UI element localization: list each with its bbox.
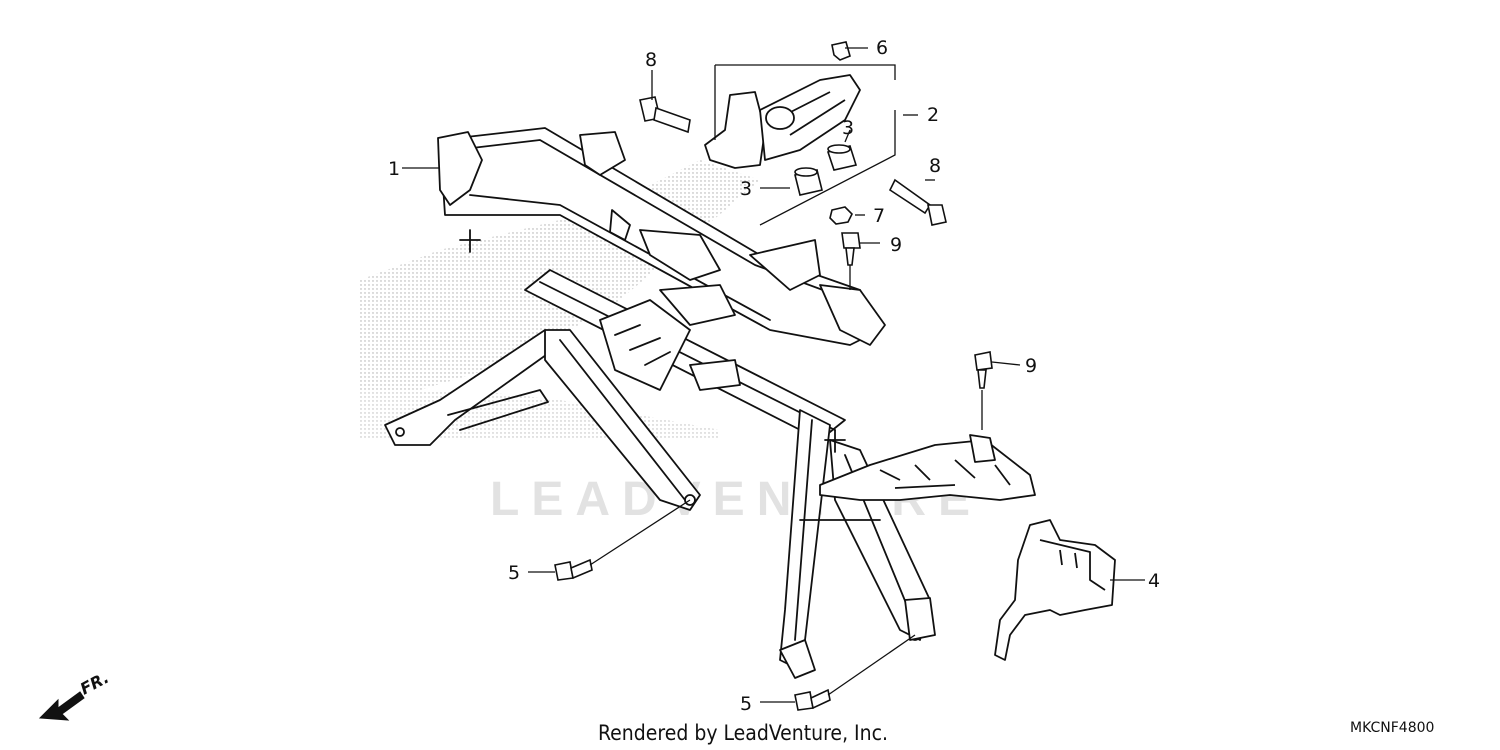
mount-plate	[819, 434, 1036, 501]
callout-9-lower: 9	[1025, 355, 1037, 377]
callout-2: 2	[927, 104, 939, 126]
callout-1: 1	[388, 158, 400, 180]
callout-labels: 1 2 3 3 4 5 5 6 7 8 8 9 9	[388, 37, 1160, 715]
part-8-bolts	[639, 96, 947, 226]
part-5-bolts	[554, 558, 831, 711]
arrow-icon	[38, 691, 85, 721]
part-2-bracket	[704, 74, 861, 169]
part-6-clip	[831, 41, 851, 61]
callout-5-bottom: 5	[740, 693, 752, 715]
callout-4: 4	[1148, 570, 1160, 592]
callout-7: 7	[873, 205, 885, 227]
footer-credit: Rendered by LeadVenture, Inc.	[598, 721, 888, 745]
callout-8-right: 8	[929, 155, 941, 177]
frame-assembly	[384, 127, 936, 679]
callout-8-left: 8	[645, 49, 657, 71]
callout-5-left: 5	[508, 562, 520, 584]
part-3-collars	[794, 144, 858, 196]
front-direction-indicator: FR.	[38, 668, 112, 721]
leader-lines	[402, 47, 1145, 703]
callout-3-lower: 3	[740, 178, 752, 200]
callout-3-upper: 3	[842, 117, 854, 139]
part-9-bolts	[841, 232, 993, 389]
front-label: FR.	[77, 668, 112, 699]
part-4-shield	[994, 519, 1116, 661]
diagram-code: MKCNF4800	[1350, 720, 1434, 736]
part-7-nut	[829, 206, 853, 225]
callout-6: 6	[876, 37, 888, 59]
callout-9-upper: 9	[890, 234, 902, 256]
